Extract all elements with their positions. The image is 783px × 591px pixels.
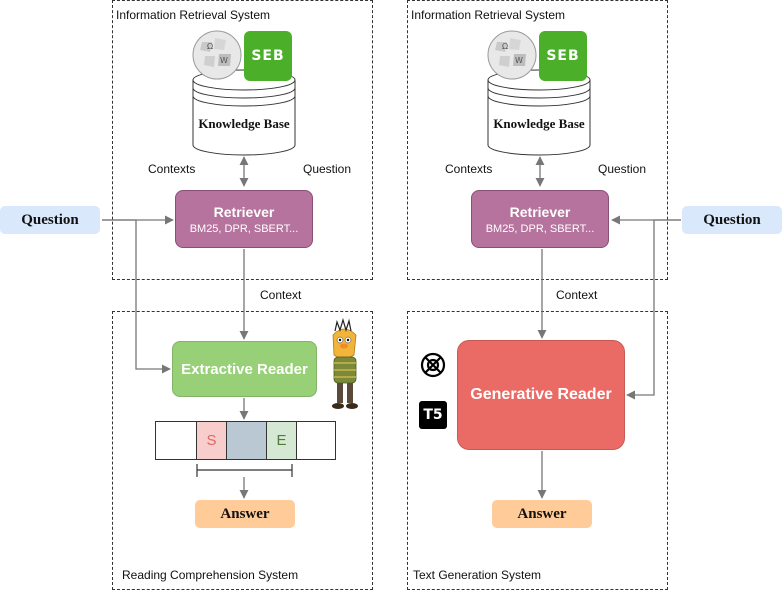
wikipedia-globe-icon-left: Ω W <box>192 30 242 80</box>
seb-logo-right: SEB <box>539 31 587 81</box>
left-ir-system-box <box>112 0 373 280</box>
svg-text:W: W <box>220 56 228 65</box>
left-knowledge-base-cylinder <box>192 69 296 156</box>
svg-text:Ω: Ω <box>502 42 508 51</box>
right-contexts-label: Contexts <box>445 162 493 176</box>
left-question-box: Question <box>0 206 100 234</box>
right-answer-box: Answer <box>492 500 592 528</box>
right-context-label: Context <box>556 288 598 302</box>
right-retriever-methods: BM25, DPR, SBERT... <box>485 222 595 235</box>
left-question-flow-label: Question <box>303 162 352 176</box>
right-tg-system-box <box>407 311 668 590</box>
svg-text:Ω: Ω <box>207 42 213 51</box>
t5-logo: T5 <box>419 401 447 429</box>
right-knowledge-base-cylinder <box>487 69 591 156</box>
extractive-reader: Extractive Reader <box>172 341 317 397</box>
left-knowledge-base-label: Knowledge Base <box>198 116 290 131</box>
right-retriever-title: Retriever <box>509 203 571 220</box>
generative-reader: Generative Reader <box>457 340 625 450</box>
token-cell-post <box>296 421 336 460</box>
left-retriever-title: Retriever <box>213 203 275 220</box>
left-retriever: Retriever BM25, DPR, SBERT... <box>175 190 313 248</box>
left-context-label: Context <box>260 288 302 302</box>
tg-system-label: Text Generation System <box>413 568 542 582</box>
right-question-box: Question <box>682 206 782 234</box>
bert-character-icon <box>332 317 358 409</box>
left-answer-box: Answer <box>195 500 295 528</box>
right-question-flow-label: Question <box>598 162 647 176</box>
token-end-cell: E <box>266 421 297 460</box>
left-rc-system-box <box>112 311 373 590</box>
left-question-to-reader-arrow <box>102 219 171 374</box>
left-ir-system-label: Information Retrieval System <box>116 8 271 22</box>
left-retriever-methods: BM25, DPR, SBERT... <box>189 222 299 235</box>
token-middle-cell <box>226 421 267 460</box>
token-start-cell: S <box>196 421 227 460</box>
token-cell-pre <box>155 421 197 460</box>
wikipedia-globe-icon-right: Ω W <box>487 30 537 80</box>
right-knowledge-base-label: Knowledge Base <box>493 116 585 131</box>
svg-text:W: W <box>515 56 523 65</box>
right-ir-system-label: Information Retrieval System <box>411 8 566 22</box>
right-retriever: Retriever BM25, DPR, SBERT... <box>471 190 609 248</box>
left-contexts-label: Contexts <box>148 162 196 176</box>
openai-icon <box>420 352 446 378</box>
seb-logo-left: SEB <box>244 31 292 81</box>
right-ir-system-box <box>407 0 668 280</box>
right-question-to-reader-arrow <box>626 219 681 400</box>
rc-system-label: Reading Comprehension System <box>122 568 299 582</box>
